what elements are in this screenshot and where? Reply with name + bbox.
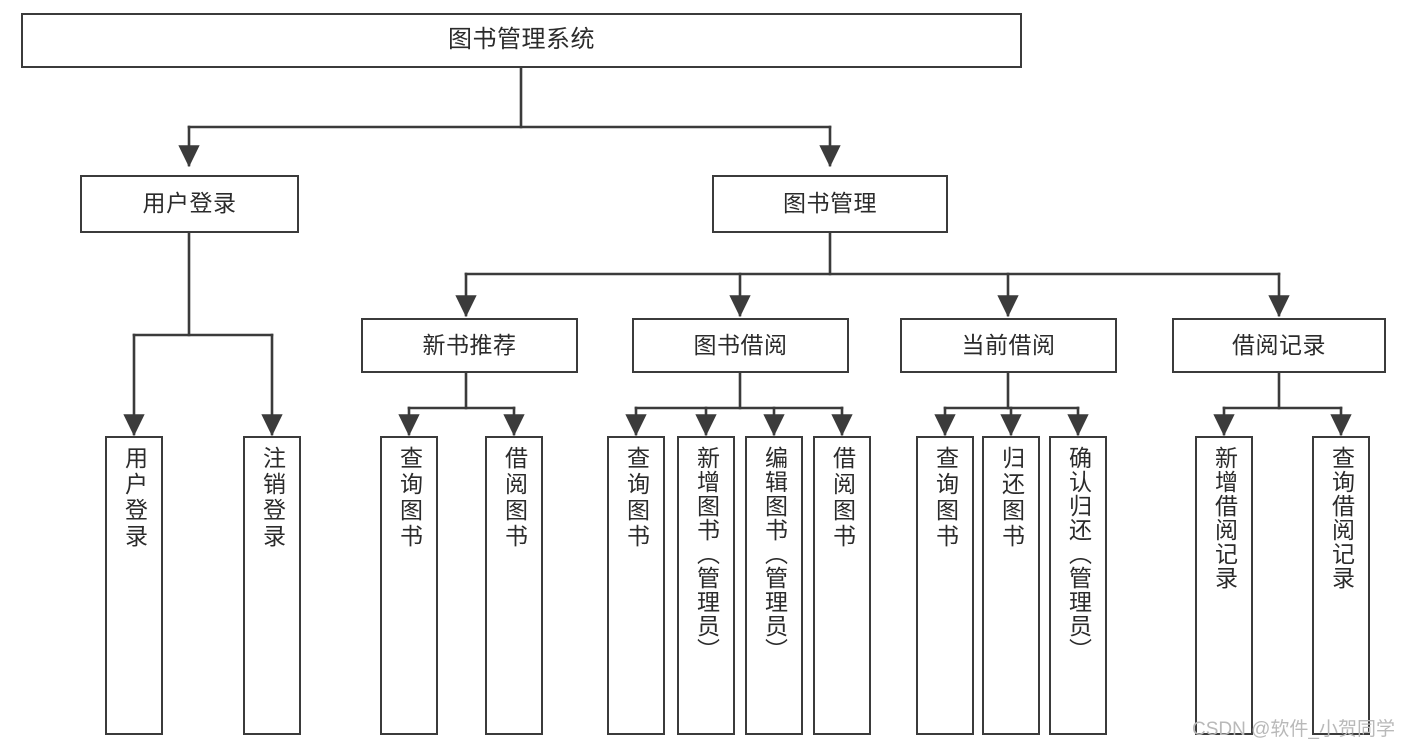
node-label: 注销登录 xyxy=(259,446,286,550)
node-borrow-record[interactable]: 借阅记录 xyxy=(1172,318,1386,373)
node-leaf-new-book-query[interactable]: 查询图书 xyxy=(380,436,438,735)
node-leaf-book-borrow-borrow[interactable]: 借阅图书 xyxy=(813,436,871,735)
node-leaf-book-borrow-edit[interactable]: 编辑图书（管理员） xyxy=(745,436,803,735)
node-root-system[interactable]: 图书管理系统 xyxy=(21,13,1022,68)
node-label: 编辑图书（管理员） xyxy=(761,446,788,662)
node-label: 新书推荐 xyxy=(422,331,517,358)
node-leaf-book-borrow-add[interactable]: 新增图书（管理员） xyxy=(677,436,735,735)
node-label: 新增借阅记录 xyxy=(1211,446,1238,590)
node-leaf-user-login-login[interactable]: 用户登录 xyxy=(105,436,163,735)
node-leaf-new-book-borrow[interactable]: 借阅图书 xyxy=(485,436,543,735)
node-user-login[interactable]: 用户登录 xyxy=(80,175,299,233)
node-label: 图书管理系统 xyxy=(448,26,595,54)
node-label: 查询借阅记录 xyxy=(1328,446,1355,590)
node-leaf-borrow-record-add[interactable]: 新增借阅记录 xyxy=(1195,436,1253,735)
node-label: 图书管理 xyxy=(783,190,877,217)
node-label: 归还图书 xyxy=(998,446,1025,550)
node-leaf-user-login-logout[interactable]: 注销登录 xyxy=(243,436,301,735)
node-current-borrow[interactable]: 当前借阅 xyxy=(900,318,1117,373)
node-leaf-current-borrow-return[interactable]: 归还图书 xyxy=(982,436,1040,735)
node-label: 借阅图书 xyxy=(501,446,528,550)
node-label: 新增图书（管理员） xyxy=(693,446,720,662)
node-new-book-recommend[interactable]: 新书推荐 xyxy=(361,318,578,373)
node-leaf-current-borrow-confirm[interactable]: 确认归还（管理员） xyxy=(1049,436,1107,735)
node-leaf-current-borrow-query[interactable]: 查询图书 xyxy=(916,436,974,735)
node-book-management[interactable]: 图书管理 xyxy=(712,175,948,233)
node-label: 借阅图书 xyxy=(829,446,856,550)
node-label: 图书借阅 xyxy=(693,331,788,358)
csdn-watermark: CSDN @软件_小贺同学 xyxy=(1192,719,1395,740)
node-label: 查询图书 xyxy=(623,446,650,550)
node-label: 用户登录 xyxy=(121,446,148,550)
node-leaf-borrow-record-query[interactable]: 查询借阅记录 xyxy=(1312,436,1370,735)
node-book-borrow[interactable]: 图书借阅 xyxy=(632,318,849,373)
node-label: 当前借阅 xyxy=(961,331,1056,358)
node-label: 借阅记录 xyxy=(1232,331,1326,358)
node-label: 查询图书 xyxy=(396,446,423,550)
node-label: 查询图书 xyxy=(932,446,959,550)
node-label: 用户登录 xyxy=(142,190,237,217)
node-leaf-book-borrow-query[interactable]: 查询图书 xyxy=(607,436,665,735)
node-label: 确认归还（管理员） xyxy=(1065,446,1092,662)
